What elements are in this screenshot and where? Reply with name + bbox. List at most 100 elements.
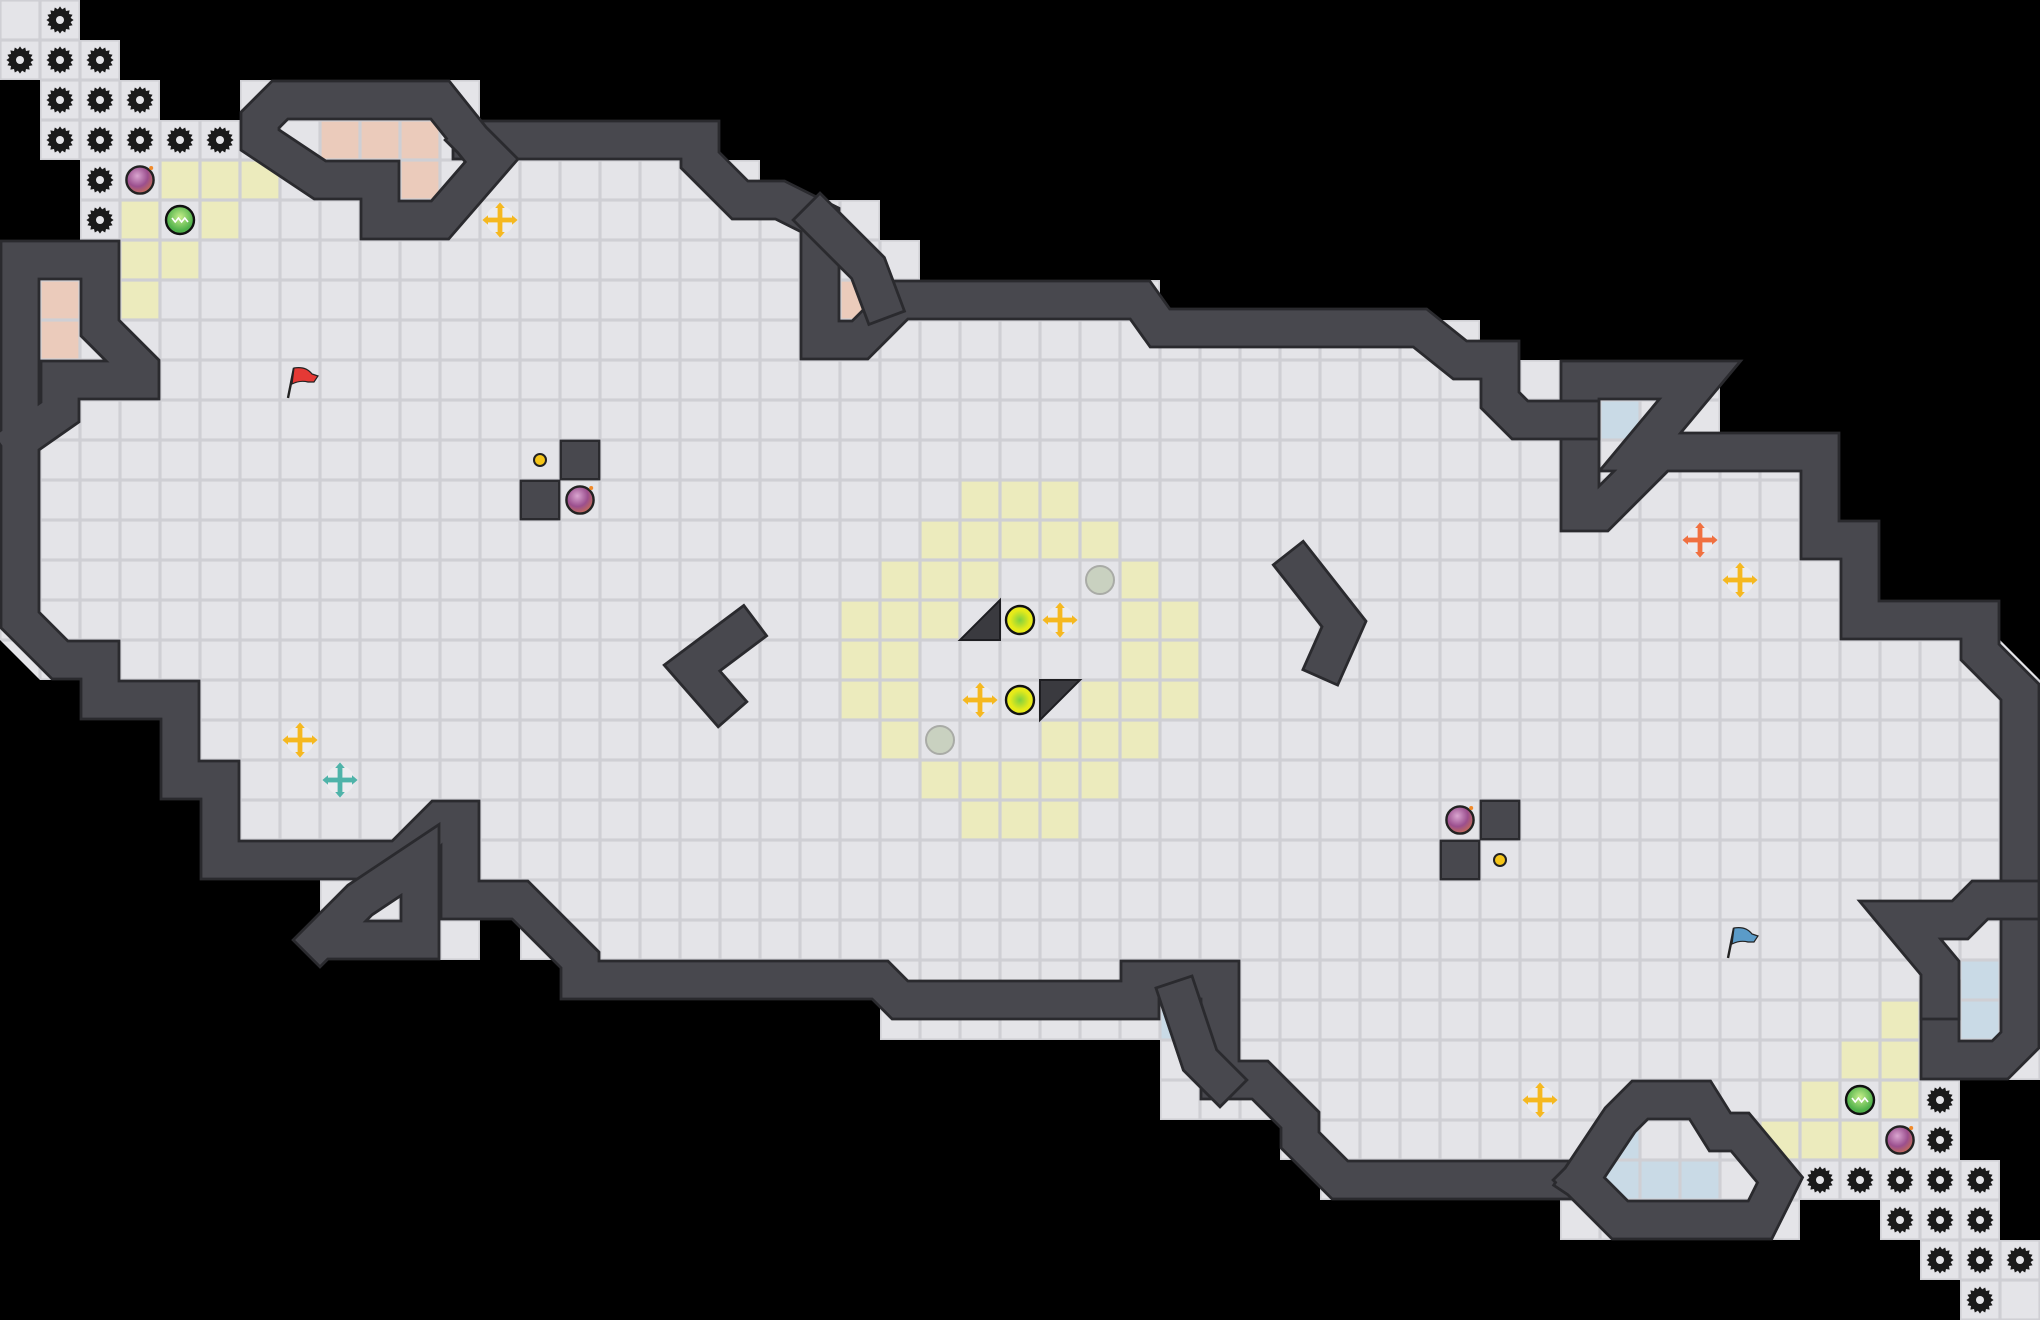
move-cross-icon[interactable] <box>1722 562 1758 598</box>
yellow-zone-tile <box>1000 480 1040 520</box>
yellow-zone-tile <box>920 560 960 600</box>
target-ball-icon[interactable] <box>1004 604 1036 636</box>
gear-icon[interactable] <box>1966 1206 1994 1234</box>
gear-icon[interactable] <box>1886 1206 1914 1234</box>
yellow-zone-tile <box>880 680 920 720</box>
gear-icon[interactable] <box>1966 1286 1994 1314</box>
yellow-zone-tile <box>1040 720 1080 760</box>
yellow-zone-tile <box>1880 1000 1920 1040</box>
yellow-zone-tile <box>1120 640 1160 680</box>
yellow-zone-tile <box>160 240 200 280</box>
move-cross-icon[interactable] <box>322 762 358 798</box>
gear-icon[interactable] <box>1966 1166 1994 1194</box>
yellow-zone-tile <box>1000 800 1040 840</box>
yellow-zone-tile <box>1000 760 1040 800</box>
move-cross-icon[interactable] <box>482 202 518 238</box>
yellow-zone-tile <box>1040 480 1080 520</box>
yellow-zone-tile <box>1160 680 1200 720</box>
deflector-triangle-icon[interactable] <box>1039 679 1083 723</box>
orange-zone-tile <box>400 160 440 200</box>
coin-icon[interactable] <box>1492 853 1507 868</box>
yellow-zone-tile <box>960 480 1000 520</box>
wall <box>1862 882 2038 1018</box>
wall <box>1157 977 1245 1105</box>
gear-icon[interactable] <box>1886 1166 1914 1194</box>
plain-tile <box>0 0 40 40</box>
move-cross-icon[interactable] <box>1522 1082 1558 1118</box>
coin-icon[interactable] <box>533 453 548 468</box>
wall <box>1275 543 1365 684</box>
orange-zone-tile <box>400 120 440 160</box>
move-cross-icon[interactable] <box>1042 602 1078 638</box>
yellow-zone-tile <box>1040 800 1080 840</box>
gear-icon[interactable] <box>1966 1246 1994 1274</box>
gear-icon[interactable] <box>86 86 114 114</box>
wall <box>795 195 903 323</box>
floor-layer <box>0 80 2040 1240</box>
gear-icon[interactable] <box>126 126 154 154</box>
gear-icon[interactable] <box>6 46 34 74</box>
green-orb-icon[interactable] <box>164 204 196 236</box>
gear-icon[interactable] <box>86 46 114 74</box>
move-cross-icon[interactable] <box>1682 522 1718 558</box>
bomb-icon[interactable] <box>1445 805 1475 835</box>
yellow-zone-tile <box>960 760 1000 800</box>
gear-icon[interactable] <box>1926 1086 1954 1114</box>
yellow-zone-tile <box>240 160 280 200</box>
bomb-icon[interactable] <box>125 165 155 195</box>
orange-zone-tile <box>360 120 400 160</box>
blue-flag-icon[interactable] <box>1726 927 1759 959</box>
gear-icon[interactable] <box>86 126 114 154</box>
target-ball-icon[interactable] <box>1004 684 1036 716</box>
yellow-zone-tile <box>1160 600 1200 640</box>
yellow-zone-tile <box>1120 560 1160 600</box>
gear-icon[interactable] <box>206 126 234 154</box>
gear-icon[interactable] <box>46 126 74 154</box>
gear-icon[interactable] <box>46 46 74 74</box>
gear-icon[interactable] <box>46 86 74 114</box>
gear-icon[interactable] <box>166 126 194 154</box>
wall <box>666 607 765 725</box>
bomb-icon[interactable] <box>565 485 595 515</box>
yellow-zone-tile <box>1040 760 1080 800</box>
gear-icon[interactable] <box>2006 1246 2034 1274</box>
gear-icon[interactable] <box>1926 1206 1954 1234</box>
gear-icon[interactable] <box>1926 1166 1954 1194</box>
gear-icon[interactable] <box>46 6 74 34</box>
gear-icon[interactable] <box>1806 1166 1834 1194</box>
block-icon[interactable] <box>559 439 601 481</box>
yellow-zone-tile <box>1880 1080 1920 1120</box>
gear-icon[interactable] <box>1926 1246 1954 1274</box>
gear-icon[interactable] <box>126 86 154 114</box>
yellow-zone-tile <box>120 240 160 280</box>
yellow-zone-tile <box>880 720 920 760</box>
yellow-zone-tile <box>840 640 880 680</box>
gear-icon[interactable] <box>86 206 114 234</box>
yellow-zone-tile <box>120 280 160 320</box>
socket-icon <box>1084 564 1115 595</box>
blue-zone-tile <box>1640 1160 1680 1200</box>
move-cross-icon[interactable] <box>962 682 998 718</box>
deflector-triangle-icon[interactable] <box>957 597 1001 641</box>
block-icon[interactable] <box>1439 839 1481 881</box>
block-icon[interactable] <box>519 479 561 521</box>
red-flag-icon[interactable] <box>286 367 319 399</box>
gear-icon[interactable] <box>1926 1126 1954 1154</box>
green-orb-icon[interactable] <box>1844 1084 1876 1116</box>
plain-tile <box>2000 1280 2040 1320</box>
blue-zone-tile <box>1680 1160 1720 1200</box>
socket-icon <box>924 724 955 755</box>
yellow-zone-tile <box>1080 520 1120 560</box>
gear-icon[interactable] <box>1846 1166 1874 1194</box>
yellow-zone-tile <box>1880 1040 1920 1080</box>
block-icon[interactable] <box>1479 799 1521 841</box>
yellow-zone-tile <box>200 160 240 200</box>
blue-zone-tile <box>1960 960 2000 1000</box>
gear-icon[interactable] <box>86 166 114 194</box>
yellow-zone-tile <box>840 680 880 720</box>
bomb-icon[interactable] <box>1885 1125 1915 1155</box>
move-cross-icon[interactable] <box>282 722 318 758</box>
yellow-zone-tile <box>1120 720 1160 760</box>
yellow-zone-tile <box>960 800 1000 840</box>
